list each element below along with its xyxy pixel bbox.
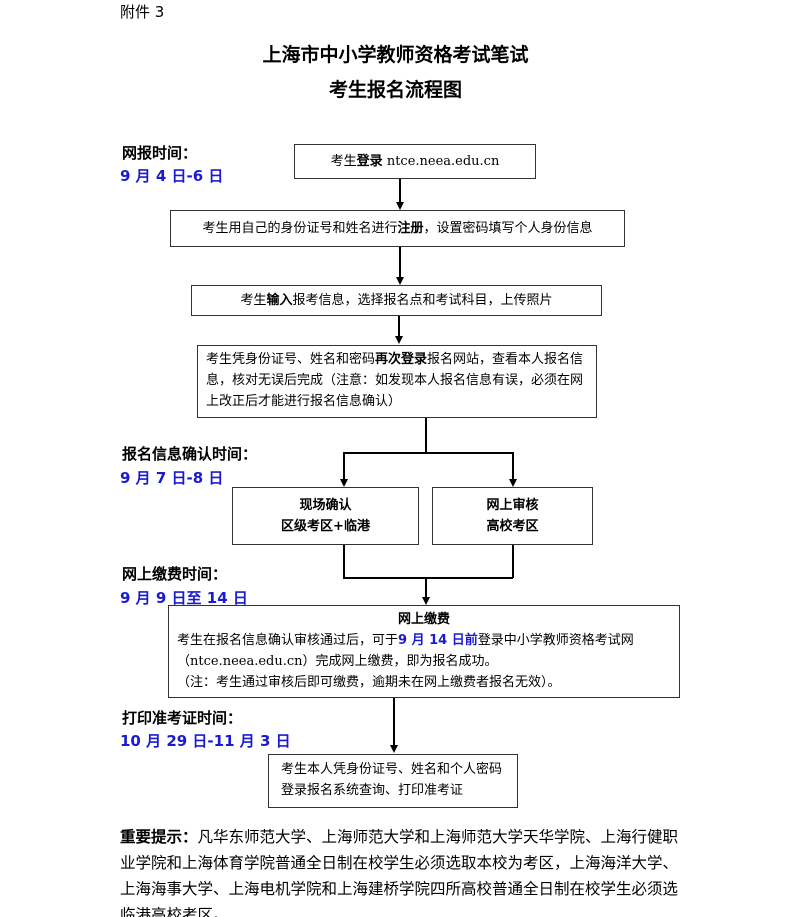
step-login: 考生登录 ntce.neea.edu.cn (294, 144, 536, 179)
step-online-review: 网上审核高校考区 (432, 487, 593, 545)
connector (398, 316, 400, 337)
text-bold: 输入 (266, 293, 293, 308)
step-register: 考生用自己的身份证号和姓名进行注册，设置密码填写个人身份信息 (170, 210, 625, 247)
stage-label: 网上缴费时间： (122, 565, 228, 583)
stage-label: 网报时间： (122, 144, 198, 162)
title-line2: 考生报名流程图 (328, 79, 462, 101)
attachment-label: 附件 3 (120, 3, 165, 21)
note: （注：考生通过审核后即可缴费，逾期未在网上缴费者报名无效）。 (177, 675, 561, 690)
text: ，设置密码填写个人身份信息 (423, 221, 593, 236)
text: 考生用自己的身份证号和姓名进行 (202, 221, 398, 236)
connector (343, 577, 513, 579)
connector (512, 452, 514, 480)
text: 考生 (330, 154, 357, 169)
step-input: 考生输入报考信息，选择报名点和考试科目，上传照片 (191, 285, 602, 316)
text: 高校考区 (486, 519, 539, 534)
notice-text: 凡华东师范大学、上海师范大学和上海师范大学天华学院、上海行健职业学院和上海体育学… (120, 828, 679, 917)
arrow-down-icon (395, 336, 403, 344)
arrow-down-icon (390, 745, 398, 753)
text: ntce.neea.edu.cn (382, 154, 500, 169)
stage-dates: 9 月 7 日-8 日 (120, 469, 224, 487)
arrow-down-icon (340, 479, 348, 487)
connector (399, 247, 401, 278)
connector (512, 545, 514, 578)
arrow-down-icon (396, 277, 404, 285)
connector (343, 452, 345, 480)
arrow-down-icon (396, 202, 404, 210)
text: 报名网站，查看本人报名信息，核对无误后完成（注意：如发现本人报名信息有误，必须在… (206, 352, 584, 409)
notice-label: 重要提示： (120, 828, 198, 846)
stage-label: 打印准考证时间： (122, 709, 243, 727)
connector (393, 698, 395, 746)
text-bold: 注册 (397, 221, 424, 236)
connector (425, 418, 427, 453)
text: 登录中小学教师资格考试网（ntce.neea.edu.cn）完成网上缴费，即为报… (177, 633, 634, 669)
text: 现场确认 (299, 498, 352, 513)
connector (343, 545, 345, 578)
step-onsite-confirm: 现场确认区级考区+临港 (232, 487, 419, 545)
stage-dates: 10 月 29 日-11 月 3 日 (120, 732, 291, 750)
text: 网上审核 (486, 498, 539, 513)
step-print: 考生本人凭身份证号、姓名和个人密码登录报名系统查询、打印准考证 (268, 754, 518, 808)
connector (343, 452, 513, 454)
text: 区级考区+临港 (281, 519, 370, 534)
arrow-down-icon (422, 597, 430, 605)
connector (425, 577, 427, 598)
step-payment: 网上缴费 考生在报名信息确认审核通过后，可于9 月 14 日前登录中小学教师资格… (168, 605, 680, 698)
heading: 网上缴费 (397, 612, 450, 627)
title-line1: 上海市中小学教师资格考试笔试 (262, 44, 529, 66)
text-bold: 再次登录 (375, 352, 428, 367)
arrow-down-icon (509, 479, 517, 487)
notice: 重要提示：凡华东师范大学、上海师范大学和上海师范大学天华学院、上海行健职业学院和… (120, 824, 685, 917)
step-relogin: 考生凭身份证号、姓名和密码再次登录报名网站，查看本人报名信息，核对无误后完成（注… (197, 345, 597, 418)
deadline: 9 月 14 日前 (398, 633, 478, 648)
connector (399, 179, 401, 203)
text-bold: 登录 (356, 154, 383, 169)
text: 考生凭身份证号、姓名和密码 (206, 352, 376, 367)
text: 报考信息，选择报名点和考试科目，上传照片 (292, 293, 553, 308)
stage-dates: 9 月 4 日-6 日 (120, 167, 224, 185)
text: 考生在报名信息确认审核通过后，可于 (177, 633, 399, 648)
text: 考生 (240, 293, 267, 308)
stage-dates: 9 月 9 日至 14 日 (120, 589, 248, 607)
stage-label: 报名信息确认时间： (122, 445, 258, 463)
